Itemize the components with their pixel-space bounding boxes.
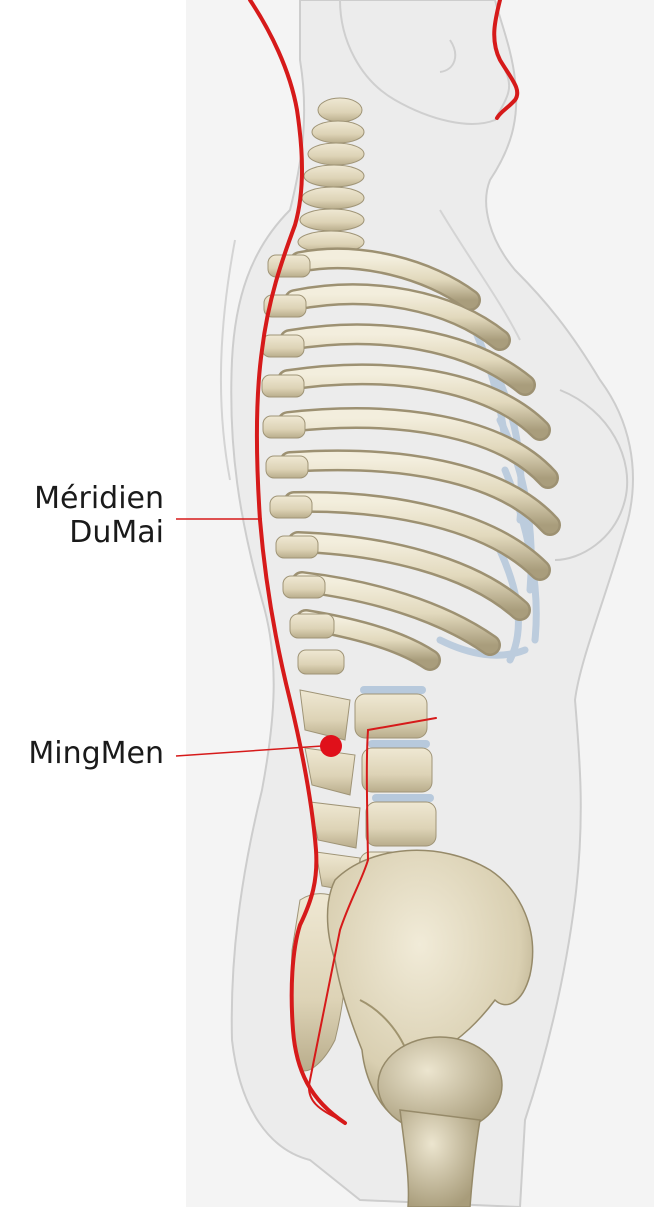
meridian-label-line2: DuMai — [34, 516, 164, 550]
meridian-label-line1: Méridien — [34, 482, 164, 516]
meridian-label: Méridien DuMai — [34, 482, 164, 550]
red-dot-icon — [320, 735, 342, 757]
mingmen-label: MingMen — [28, 737, 164, 771]
